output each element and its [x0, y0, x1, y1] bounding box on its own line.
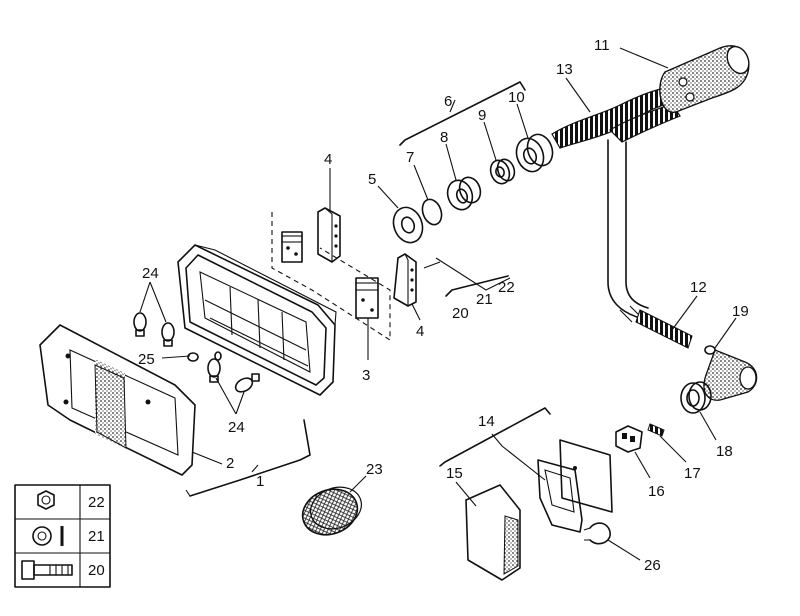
callout-1: 1 [256, 473, 264, 490]
callout-22: 22 [498, 279, 515, 296]
mounting-bracket-lower [393, 253, 417, 307]
callout-11: 11 [594, 37, 610, 54]
callout-4-upper: 4 [324, 151, 332, 168]
nut-icon [37, 490, 55, 510]
rubber-boot [659, 45, 750, 113]
ring-nut [680, 381, 712, 414]
callout-26: 26 [644, 557, 661, 574]
callout-20: 20 [452, 305, 469, 322]
bolt-icon [21, 560, 73, 580]
bulb-set [133, 312, 260, 393]
callout-8: 8 [440, 129, 448, 146]
callout-24-upper: 24 [142, 265, 159, 282]
cable [607, 139, 693, 349]
mounting-bracket-upper [317, 207, 341, 263]
connector-cap [515, 133, 554, 173]
callout-14: 14 [478, 413, 495, 430]
round-reflector [301, 486, 362, 536]
callout-4-lower: 4 [416, 323, 424, 340]
callout-7: 7 [406, 149, 414, 166]
callout-labels: 1 2 3 4 4 5 6 7 8 9 10 11 12 13 14 15 16… [138, 37, 749, 574]
callout-21: 21 [476, 291, 493, 308]
leader-lines [139, 47, 737, 561]
callout-24-lower: 24 [228, 419, 245, 436]
callout-13: 13 [556, 61, 573, 78]
callout-3: 3 [362, 367, 370, 384]
sealing-ring [421, 198, 443, 226]
lamp-housing [177, 244, 337, 396]
callout-19: 19 [732, 303, 749, 320]
legend-label-washer: 21 [88, 528, 105, 545]
socket-connector [703, 345, 758, 401]
legend-label-nut: 22 [88, 494, 105, 511]
callout-2: 2 [226, 455, 234, 472]
legend-label-bolt: 20 [88, 562, 105, 579]
union-nut [489, 158, 516, 185]
clip-bracket-group [271, 212, 391, 342]
fastener-legend: 22 21 20 [14, 484, 111, 588]
callout-23: 23 [366, 461, 383, 478]
connector-body [446, 176, 482, 211]
callout-10: 10 [508, 89, 525, 106]
callout-18: 18 [716, 443, 733, 460]
callout-5: 5 [368, 171, 376, 188]
callout-25: 25 [138, 351, 155, 368]
washer-icon [32, 526, 64, 546]
grommet [392, 206, 424, 244]
callout-6: 6 [444, 93, 452, 110]
terminal-block [615, 425, 643, 453]
callout-15: 15 [446, 465, 463, 482]
spring-contact [647, 423, 665, 437]
callout-12: 12 [690, 279, 707, 296]
license-plate-lamp [465, 439, 613, 581]
callout-17: 17 [684, 465, 701, 482]
callout-9: 9 [478, 107, 486, 124]
callout-16: 16 [648, 483, 665, 500]
lamp-lens [39, 324, 196, 476]
